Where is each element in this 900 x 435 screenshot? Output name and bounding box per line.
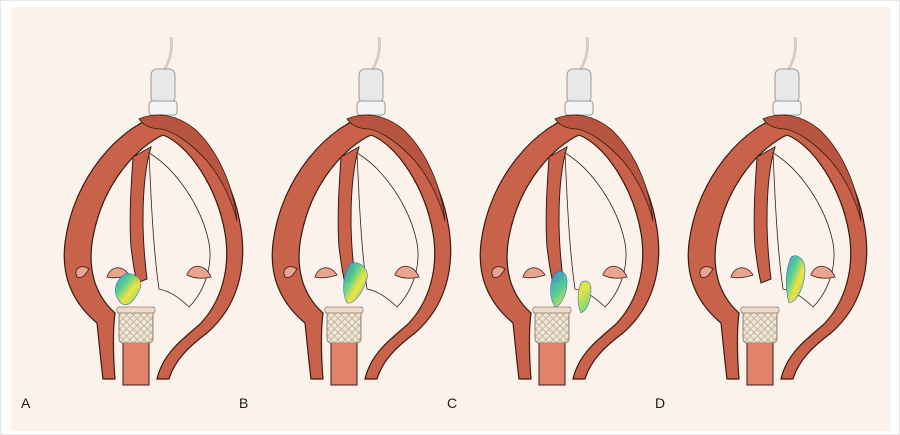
- valve-sealing-skirt: [117, 307, 155, 313]
- probe-head: [773, 101, 801, 115]
- left-ventricle-cavity: [149, 153, 210, 307]
- panel-label-d: D: [655, 395, 665, 411]
- panel-label-b: B: [239, 395, 248, 411]
- ultrasound-probe-icon: [359, 69, 383, 103]
- aorta: [539, 343, 565, 385]
- probe-cable: [371, 37, 380, 72]
- valve-sealing-skirt: [741, 307, 779, 313]
- color-doppler-jet-icon-b: [344, 263, 368, 304]
- interventricular-septum: [546, 147, 567, 283]
- ultrasound-probe-icon: [567, 69, 591, 103]
- heart-panel-b: [272, 37, 450, 385]
- valve-sealing-skirt: [533, 307, 571, 313]
- ultrasound-probe-icon: [775, 69, 799, 103]
- heart-panel-c: [480, 37, 658, 385]
- probe-cable: [163, 37, 172, 72]
- mitral-leaflet-anterior: [315, 268, 337, 278]
- transcatheter-valve-icon: [119, 309, 153, 343]
- probe-head: [357, 101, 385, 115]
- ultrasound-probe-icon: [151, 69, 175, 103]
- valve-sealing-skirt: [325, 307, 363, 313]
- aorta: [123, 343, 149, 385]
- probe-cable: [579, 37, 588, 72]
- panel-label-a: A: [21, 395, 30, 411]
- interventricular-septum: [754, 147, 775, 283]
- aorta: [747, 343, 773, 385]
- figure-canvas: [11, 7, 891, 431]
- transcatheter-valve-icon: [327, 309, 361, 343]
- panel-label-c: C: [447, 395, 457, 411]
- transcatheter-valve-icon: [743, 309, 777, 343]
- left-ventricle-cavity: [565, 153, 626, 307]
- aorta: [331, 343, 357, 385]
- interventricular-septum: [130, 147, 151, 283]
- probe-head: [565, 101, 593, 115]
- transcatheter-valve-icon: [535, 309, 569, 343]
- probe-cable: [787, 37, 796, 72]
- probe-head: [149, 101, 177, 115]
- heart-panel-a: [64, 37, 242, 385]
- mitral-leaflet-anterior: [731, 268, 753, 278]
- mitral-leaflet-anterior: [523, 268, 545, 278]
- left-ventricle-cavity: [773, 153, 834, 307]
- heart-diagram-svg: [11, 7, 891, 431]
- left-ventricle-cavity: [357, 153, 418, 307]
- heart-panel-d: [688, 37, 866, 385]
